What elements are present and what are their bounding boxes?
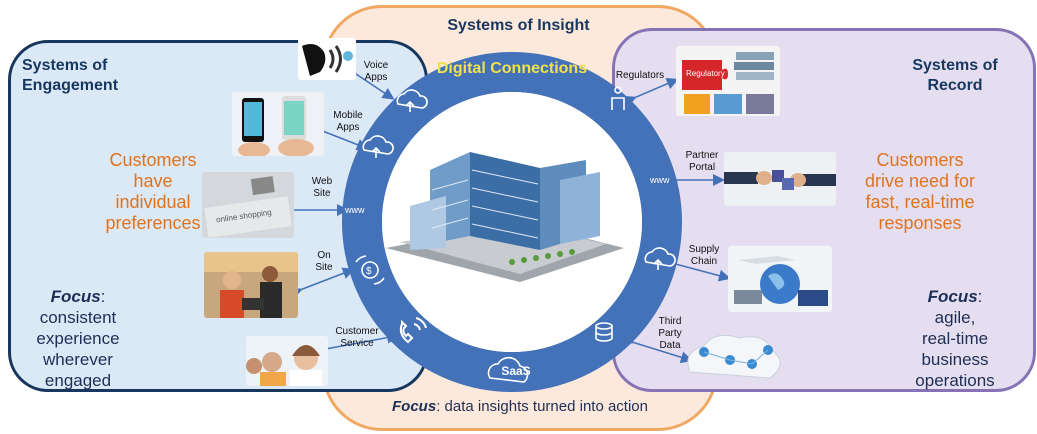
www-icon-right: www <box>649 175 670 185</box>
office-building-image <box>386 152 624 282</box>
regulatory-image: Regulatory <box>676 46 780 116</box>
third-party-data-network-image <box>680 328 788 386</box>
right-customers-text: Customers drive need for fast, real-time… <box>864 150 976 233</box>
digital-connections-title: Digital Connections <box>436 60 588 77</box>
cloud-upload-icon-2 <box>362 135 394 158</box>
systems-of-insight-title: Systems of Insight <box>447 17 590 34</box>
left-focus-text: Focus: consistent experience wherever en… <box>36 287 120 390</box>
cloud-upload-icon <box>396 89 428 112</box>
saas-cloud-icon <box>487 356 529 383</box>
systems-of-engagement-title: Systems of Engagement <box>22 57 119 94</box>
voice-apps-image <box>298 38 356 80</box>
on-site-store-image <box>204 252 298 318</box>
svg-text:$: $ <box>366 266 372 277</box>
saas-label: SaaS <box>501 364 531 378</box>
mobile-apps-image <box>232 92 324 156</box>
phone-icon <box>399 317 427 344</box>
supply-chain-globe-image <box>728 246 832 312</box>
customer-service-image <box>246 336 328 386</box>
person-icon <box>611 86 625 110</box>
partner-puzzle-handshake-image <box>724 152 836 206</box>
systems-of-record-title: Systems of Record <box>912 57 998 94</box>
www-icon: www <box>344 205 365 215</box>
online-shopping-keyboard-image: online shopping <box>202 172 294 238</box>
svg-text:Regulatory: Regulatory <box>686 69 725 78</box>
left-customers-text: Customers have individual preferences <box>105 150 201 233</box>
database-icon <box>595 322 613 342</box>
channel-label-regulators: Regulators <box>615 70 665 81</box>
cloud-upload-icon-3 <box>644 247 676 270</box>
right-focus-text: Focus: agile, real-time business operati… <box>915 287 995 390</box>
currency-exchange-icon <box>355 255 385 285</box>
center-focus-text: Focus: data insights turned into action <box>392 398 648 415</box>
